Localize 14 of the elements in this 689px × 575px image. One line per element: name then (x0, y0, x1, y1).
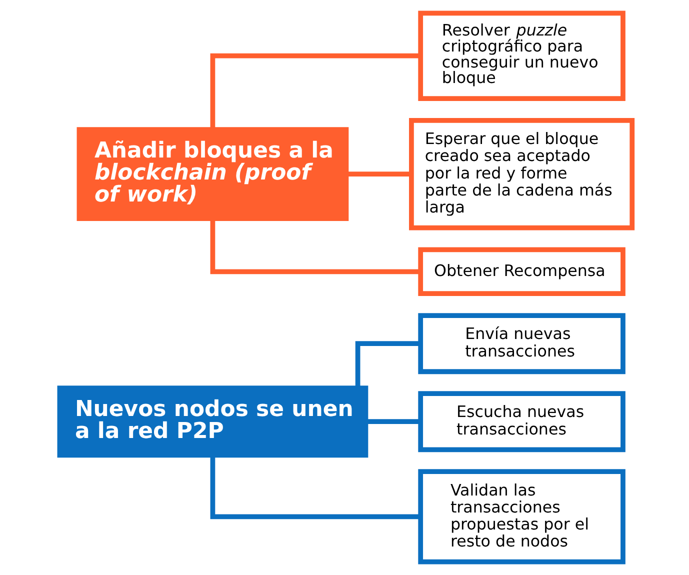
connector (210, 457, 420, 520)
connector (354, 341, 420, 386)
node-box: Esperar que el bloque creado sea aceptado por la red y forme parte de la cadena más larga (408, 118, 634, 230)
node-box: Escucha nuevas transacciones (418, 391, 625, 452)
connector (210, 220, 420, 274)
connector (210, 53, 420, 128)
node-box: Validan las transacciones propuestas por el resto de nodos (418, 469, 625, 564)
connector (367, 419, 420, 424)
node-box: Resolver puzzle criptográfico para conseguir un nuevo bloque (418, 10, 625, 101)
node-box: Añadir bloques a la blockchain (proof of work) (76, 127, 348, 222)
node-box: Envía nuevas transacciones (418, 313, 625, 374)
node-box: Obtener Recompensa (418, 247, 625, 296)
node-box: Nuevos nodos se unen a la red P2P (56, 386, 368, 458)
connector (348, 172, 411, 177)
